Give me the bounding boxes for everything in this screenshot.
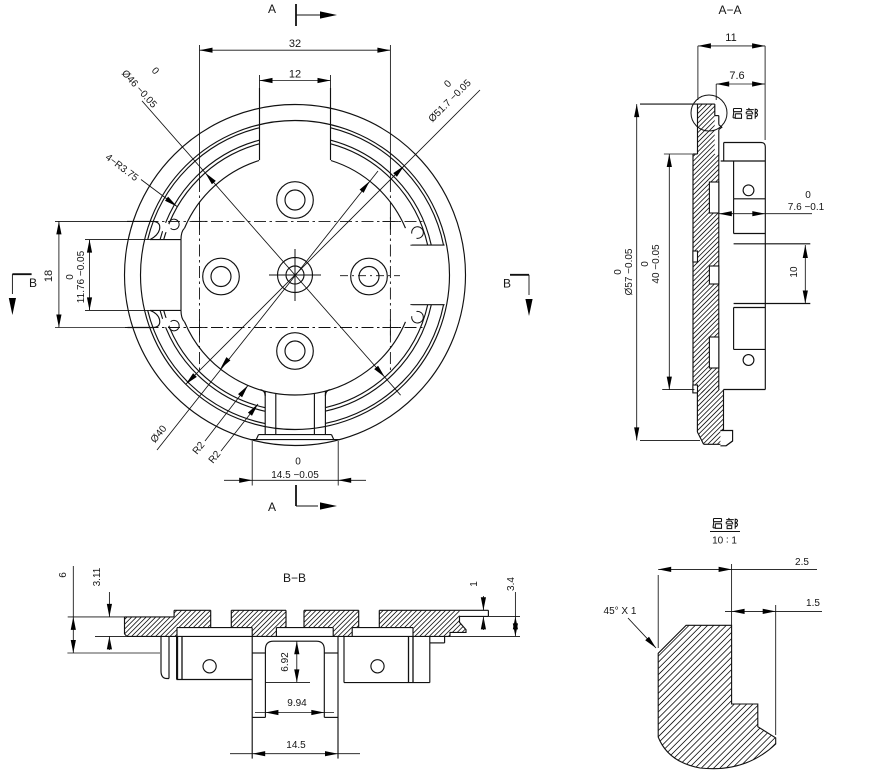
svg-text:18: 18 xyxy=(43,270,55,282)
svg-text:0: 0 xyxy=(805,190,811,201)
svg-text:B−B: B−B xyxy=(283,571,306,585)
svg-text:B: B xyxy=(29,276,37,290)
svg-text:0: 0 xyxy=(640,261,651,267)
svg-text:3.4: 3.4 xyxy=(506,577,517,591)
svg-text:1: 1 xyxy=(469,581,480,587)
svg-text:14.5: 14.5 xyxy=(286,740,306,751)
svg-text:A: A xyxy=(268,2,276,16)
svg-text:6: 6 xyxy=(58,572,69,578)
svg-text:45° X 1: 45° X 1 xyxy=(604,606,637,617)
svg-text:3.11: 3.11 xyxy=(92,567,103,586)
svg-text:11: 11 xyxy=(725,32,736,44)
svg-text:A−A: A−A xyxy=(718,3,741,17)
svg-text:0: 0 xyxy=(613,269,624,275)
svg-text:12: 12 xyxy=(289,69,301,81)
svg-text:40 −0.05: 40 −0.05 xyxy=(651,244,662,284)
svg-text:B: B xyxy=(503,277,511,291)
svg-text:0: 0 xyxy=(65,274,76,280)
svg-text:32: 32 xyxy=(289,38,301,50)
svg-text:Ø57 −0.05: Ø57 −0.05 xyxy=(624,248,635,295)
svg-text:9.94: 9.94 xyxy=(287,698,307,709)
svg-text:7.6: 7.6 xyxy=(729,70,744,82)
svg-text:0: 0 xyxy=(149,66,161,78)
svg-text:A: A xyxy=(268,500,276,514)
svg-text:11.76 −0.05: 11.76 −0.05 xyxy=(76,250,87,303)
svg-text:0: 0 xyxy=(295,457,301,468)
svg-text:2.5: 2.5 xyxy=(795,557,809,568)
svg-text:1.5: 1.5 xyxy=(806,598,820,609)
svg-text:14.5 −0.05: 14.5 −0.05 xyxy=(271,470,319,481)
svg-text:6.92: 6.92 xyxy=(280,652,291,672)
svg-text:10 ∶ 1: 10 ∶ 1 xyxy=(712,536,737,547)
svg-text:7.6 −0.1: 7.6 −0.1 xyxy=(788,202,825,213)
svg-text:10: 10 xyxy=(789,266,800,278)
